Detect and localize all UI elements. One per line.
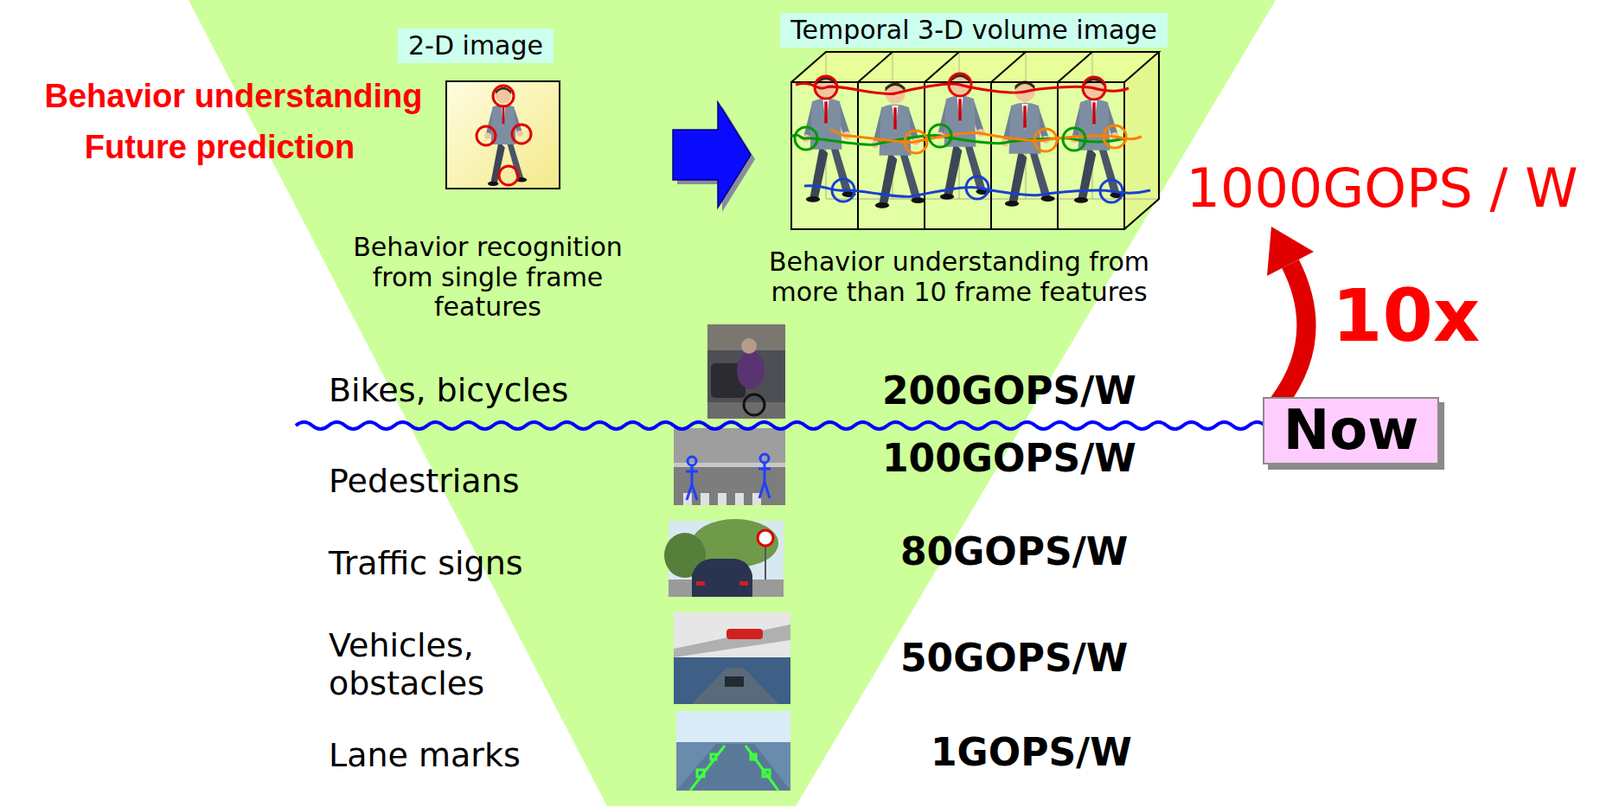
performance-value: 50GOPS/W xyxy=(900,636,1128,681)
category-label: Bikes, bicycles xyxy=(328,371,569,410)
box-label: 2-D image xyxy=(408,31,544,62)
category-label: Lane marks xyxy=(328,736,521,775)
performance-value: 80GOPS/W xyxy=(900,530,1128,575)
traffic-sign-photo xyxy=(664,518,784,597)
performance-value: 1GOPS/W xyxy=(930,730,1133,775)
wavy-line xyxy=(295,422,1266,429)
ratio-label: 10x xyxy=(1331,274,1480,359)
image-title-box: Temporal 3-D volume image xyxy=(780,12,1168,49)
box-label: Temporal 3-D volume image xyxy=(790,15,1158,46)
category-label: Vehicles, obstacles xyxy=(328,627,554,703)
caption-text: Behavior recognition from single frame f… xyxy=(340,232,635,323)
bike-photo xyxy=(707,324,786,419)
target-value: 1000GOPS / W xyxy=(1186,157,1579,219)
caption-text: Behavior understanding from more than 10… xyxy=(751,247,1167,308)
category-label: Traffic signs xyxy=(328,544,524,583)
vehicle-photo xyxy=(673,612,791,704)
performance-value: 100GOPS/W xyxy=(882,436,1137,481)
block-arrow xyxy=(672,102,756,212)
heading-text: Behavior understanding xyxy=(44,77,423,116)
funnel-shape xyxy=(188,0,1276,807)
performance-value: 200GOPS/W xyxy=(882,369,1137,414)
box-label: Now xyxy=(1283,398,1420,463)
single-frame-image xyxy=(446,81,560,189)
heading-text: Future prediction xyxy=(84,128,355,167)
image-title-box: 2-D image xyxy=(397,28,554,64)
volume-image xyxy=(791,51,1159,230)
status-box: Now xyxy=(1262,396,1440,465)
pedestrian-photo xyxy=(673,428,786,506)
growth-arrow xyxy=(1267,226,1314,404)
category-label: Pedestrians xyxy=(328,462,520,501)
lane-photo xyxy=(676,710,791,791)
